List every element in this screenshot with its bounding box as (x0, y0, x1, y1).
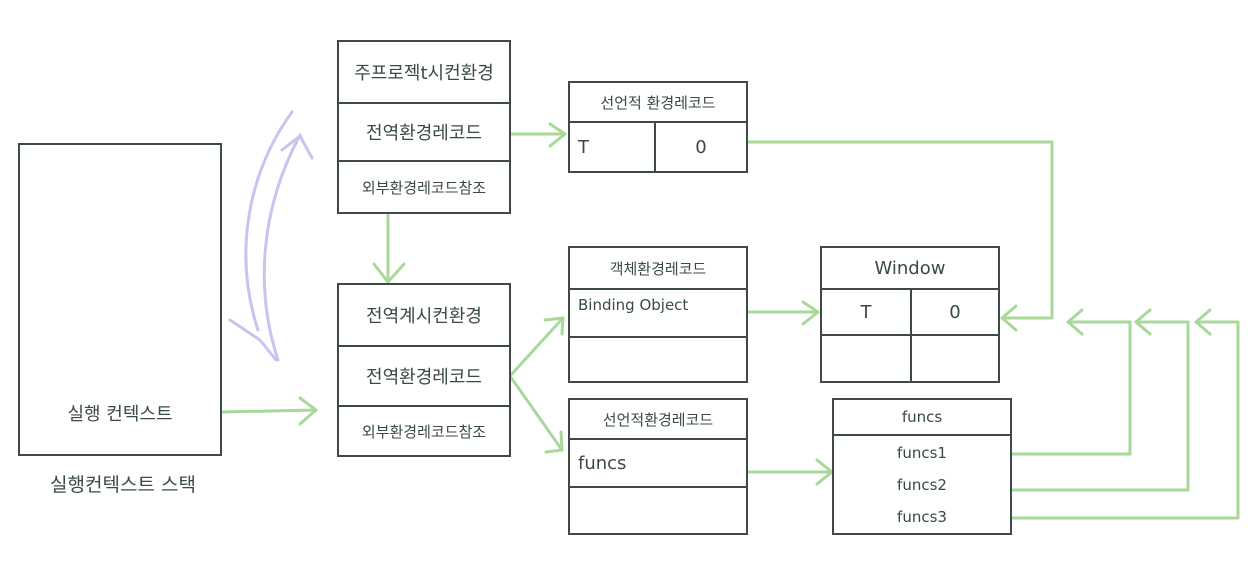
global-environment-title: 주프로젝t시컨환경 (354, 63, 494, 84)
funcs-item-2: funcs2 (897, 476, 947, 494)
object-record-title: 객체환경레코드 (609, 259, 707, 278)
object-record-binding-object: Binding Object (578, 296, 689, 314)
global-environment-record: 전역환경레코드 (366, 123, 482, 144)
declarative-record-top-box: 선언적 환경레코드 T 0 (568, 81, 748, 173)
arrow-funcs3-to-window (1010, 320, 1240, 520)
declarative-record-top-value: 0 (695, 136, 707, 158)
arrowhead-funcs2-to-window (1134, 308, 1152, 336)
arrow-funcs1-to-window (1010, 320, 1132, 456)
funcs-item-3: funcs3 (897, 508, 947, 526)
object-record-box: 객체환경레코드 Binding Object (568, 246, 748, 383)
execution-context-stack: 실행 컨텍스트 (18, 143, 222, 456)
global-exec-environment-outer-ref: 외부환경레코드참조 (361, 422, 487, 441)
window-object-key: T (860, 301, 872, 323)
window-object-title: Window (874, 257, 946, 279)
global-exec-environment-box: 전역계시컨환경 전역환경레코드 외부환경레코드참조 (337, 283, 511, 457)
funcs-item-1: funcs1 (897, 444, 947, 462)
global-environment-outer-ref: 외부환경레코드참조 (361, 178, 487, 197)
arrowhead-object-to-window (801, 300, 820, 326)
execution-context-stack-label: 실행컨텍스트 스택 (50, 474, 196, 496)
arrow-funcs2-to-window (1010, 320, 1190, 492)
cycle-arrowhead-down (228, 318, 278, 362)
arrow-context-to-global-exec (220, 408, 318, 414)
declarative-record-top-key: T (578, 136, 589, 158)
execution-context-label: 실행 컨텍스트 (67, 404, 173, 425)
global-exec-environment-title: 전역계시컨환경 (366, 306, 482, 327)
window-object-box: Window T 0 (820, 246, 1000, 383)
arrowhead-global-env-down (372, 262, 406, 284)
funcs-object-box: funcs funcs1 funcs2 funcs3 (832, 398, 1012, 535)
funcs-object-title: funcs (901, 408, 943, 426)
declarative-record-bottom-funcs: funcs (578, 452, 627, 474)
arrow-record-to-object-record (508, 316, 565, 378)
cycle-arrow-down (262, 133, 302, 362)
arrowhead-funcs3-to-window (1194, 308, 1212, 336)
arrowhead-record-to-declarative-bottom (544, 430, 564, 454)
arrowhead-record-to-declarative-top (548, 122, 567, 148)
arrow-record-to-declarative-bottom (508, 374, 564, 452)
declarative-record-bottom-title: 선언적환경레코드 (602, 410, 714, 429)
arrowhead-declarative-top-to-window (1000, 304, 1018, 332)
window-object-value: 0 (949, 301, 961, 323)
global-environment-box: 주프로젝t시컨환경 전역환경레코드 외부환경레코드참조 (337, 40, 511, 214)
declarative-record-bottom-box: 선언적환경레코드 funcs (568, 398, 748, 535)
arrowhead-record-to-object-record (543, 316, 565, 336)
global-exec-environment-record: 전역환경레코드 (366, 367, 482, 388)
arrowhead-context-to-global-exec (298, 396, 318, 426)
arrowhead-funcs1-to-window (1066, 308, 1084, 336)
declarative-record-top-title: 선언적 환경레코드 (600, 93, 716, 112)
cycle-arrow-up (244, 110, 294, 332)
arrow-declarative-top-to-window (746, 140, 1054, 320)
